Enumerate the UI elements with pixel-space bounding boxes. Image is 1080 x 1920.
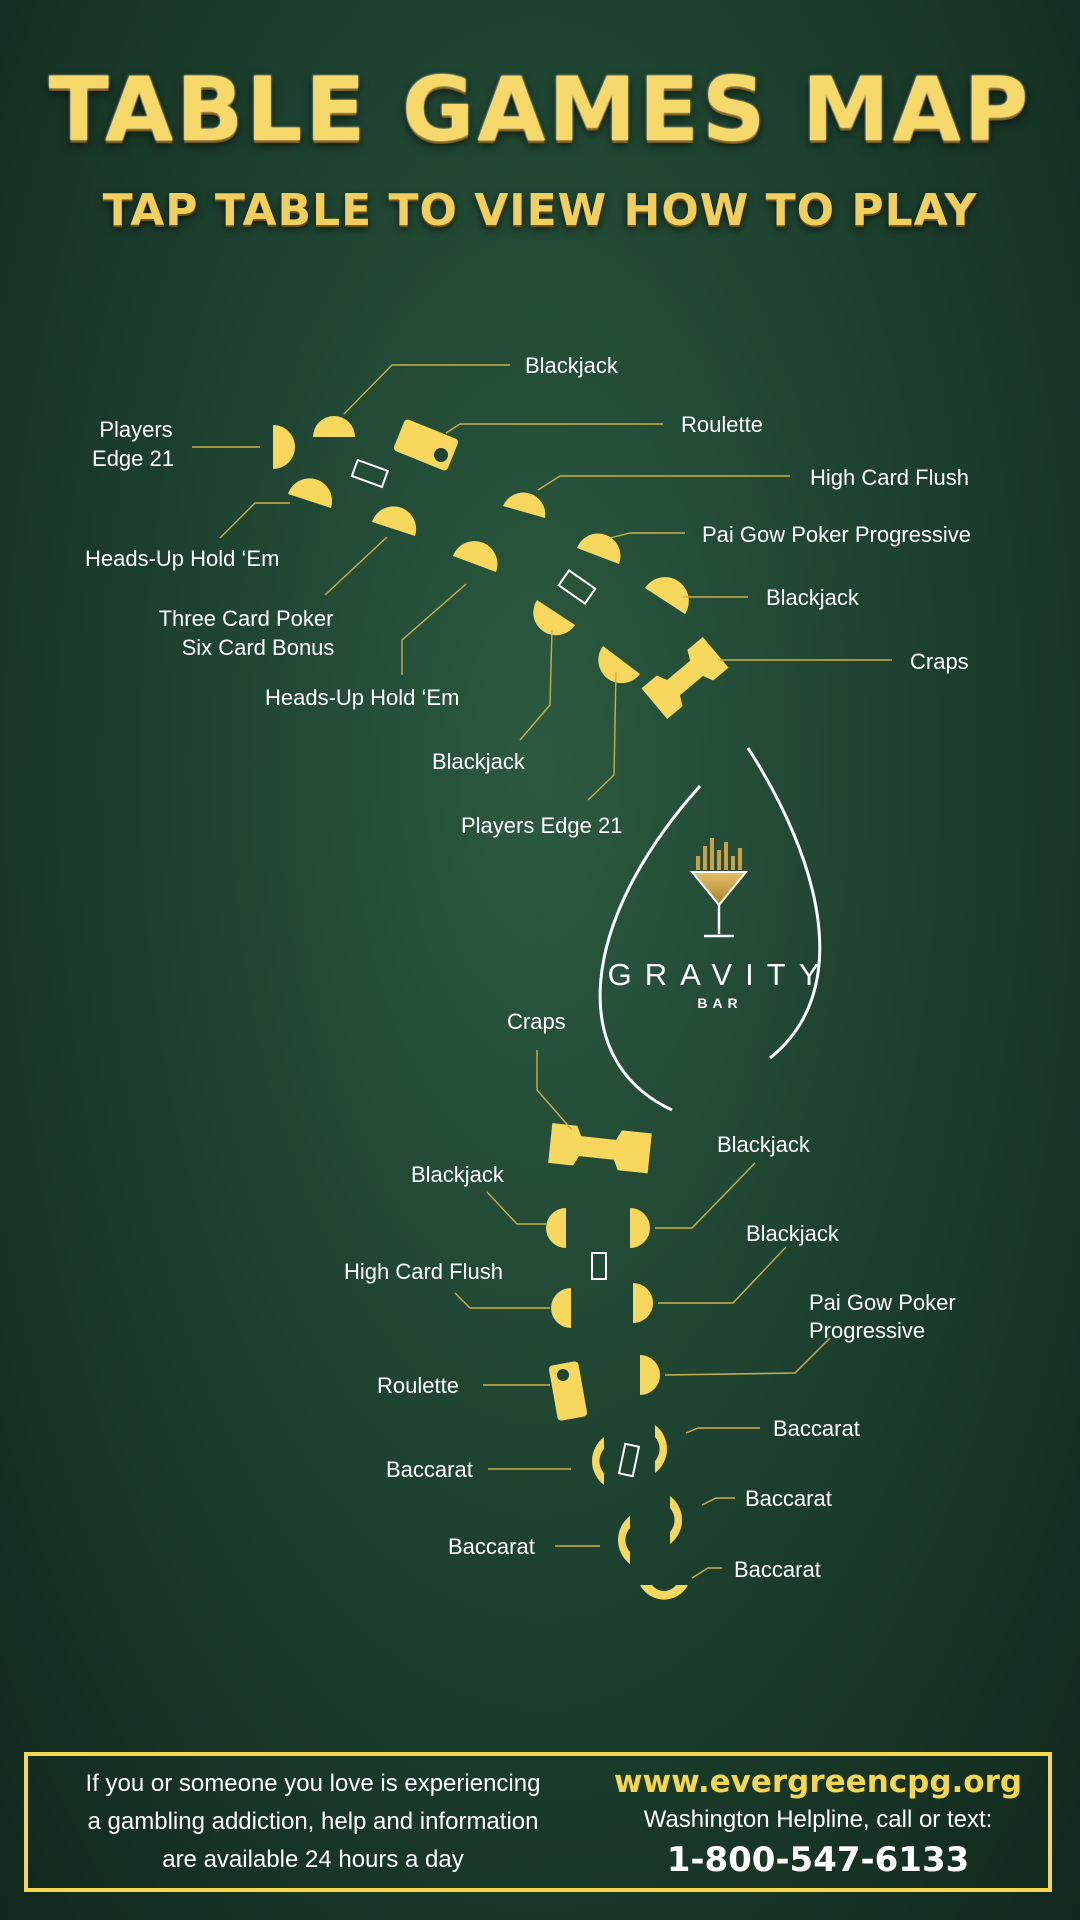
leader-players-edge-21-bottom xyxy=(587,671,617,801)
table-baccarat-right-2[interactable] xyxy=(670,1496,683,1544)
label-high-card-flush-upper: High Card Flush xyxy=(810,465,969,490)
helpline-phone-link[interactable]: 1-800-547-6133 xyxy=(666,1840,970,1880)
table-blackjack-lower-right-2[interactable] xyxy=(633,1283,653,1323)
leader-blackjack-lower-right-2 xyxy=(658,1246,787,1304)
bar-name: GRAVITY xyxy=(608,957,833,992)
dealer-pit-upper-right xyxy=(557,569,597,605)
table-baccarat-right-1[interactable] xyxy=(655,1425,667,1473)
leader-blackjack-bottom xyxy=(519,629,553,741)
leader-blackjack-top xyxy=(343,364,510,415)
leader-three-card-poker xyxy=(324,536,388,596)
leader-craps-lower xyxy=(536,1050,573,1131)
label-pai-gow-lower-line1: Pai Gow Poker xyxy=(809,1290,956,1315)
bar-outline-right xyxy=(746,747,822,1060)
leader-heads-up-left xyxy=(219,502,290,539)
table-pai-gow-upper[interactable] xyxy=(577,533,621,564)
help-message-line3: are available 24 hours a day xyxy=(162,1846,464,1873)
bar-outline-left xyxy=(598,784,702,1112)
help-message-line1: If you or someone you love is experienci… xyxy=(85,1770,541,1797)
roulette-lower-wheel-icon xyxy=(557,1369,569,1381)
label-heads-up-bottom: Heads-Up Hold ‘Em xyxy=(265,685,459,710)
table-roulette-lower[interactable] xyxy=(548,1361,588,1421)
helpline-website-link[interactable]: www.evergreencpg.org xyxy=(613,1764,1023,1800)
table-players-edge-21-bottom[interactable] xyxy=(598,646,640,684)
table-blackjack-lower-right-1[interactable] xyxy=(630,1208,650,1248)
table-blackjack-right[interactable] xyxy=(645,577,689,614)
label-players-edge-21-line1: Players xyxy=(99,417,172,442)
floor-map: Blackjack Players Edge 21 Roulette High … xyxy=(85,353,971,1600)
leader-baccarat-right-1 xyxy=(685,1427,760,1434)
label-players-edge-21-line2: Edge 21 xyxy=(92,446,174,471)
table-three-card-poker[interactable] xyxy=(372,506,417,536)
roulette-wheel-icon xyxy=(434,448,448,462)
label-high-card-flush-lower: High Card Flush xyxy=(344,1259,503,1284)
label-baccarat-left-2: Baccarat xyxy=(448,1534,535,1559)
label-pai-gow-lower-line2: Progressive xyxy=(809,1318,925,1343)
label-three-card-line1: Three Card Poker xyxy=(159,606,334,631)
leader-blackjack-lower-right-1 xyxy=(655,1162,756,1229)
table-heads-up-left[interactable] xyxy=(288,478,333,508)
table-players-edge-21-left[interactable] xyxy=(273,425,295,469)
label-baccarat-right-1: Baccarat xyxy=(773,1416,860,1441)
leader-high-card-flush-lower xyxy=(454,1292,550,1309)
label-craps-lower: Craps xyxy=(507,1009,566,1034)
leader-heads-up-bottom xyxy=(401,583,467,675)
label-craps-upper: Craps xyxy=(910,649,969,674)
bar-subname: BAR xyxy=(697,995,742,1011)
table-craps-lower[interactable] xyxy=(548,1123,652,1174)
page-subtitle: TAP TABLE TO VIEW HOW TO PLAY xyxy=(102,185,978,236)
leader-baccarat-right-2 xyxy=(701,1497,735,1506)
help-footer: If you or someone you love is experienci… xyxy=(24,1752,1052,1892)
leader-baccarat-bottom xyxy=(691,1567,722,1579)
table-high-card-flush-upper[interactable] xyxy=(503,492,546,518)
table-blackjack-lower-left[interactable] xyxy=(546,1208,566,1248)
label-roulette-upper: Roulette xyxy=(681,412,763,437)
table-baccarat-left-2[interactable] xyxy=(618,1516,630,1564)
table-roulette-upper[interactable] xyxy=(393,418,460,471)
label-blackjack-top: Blackjack xyxy=(525,353,619,378)
label-pai-gow-upper: Pai Gow Poker Progressive xyxy=(702,522,971,547)
label-baccarat-bottom: Baccarat xyxy=(734,1557,821,1582)
table-blackjack-top[interactable] xyxy=(313,416,355,437)
label-roulette-lower: Roulette xyxy=(377,1373,459,1398)
helpline-text: Washington Helpline, call or text: xyxy=(643,1806,993,1833)
table-heads-up-bottom[interactable] xyxy=(453,541,498,572)
help-message: If you or someone you love is experienci… xyxy=(28,1765,598,1879)
leader-pai-gow-lower xyxy=(664,1337,831,1376)
leader-high-card-flush-upper xyxy=(537,475,790,491)
label-blackjack-right: Blackjack xyxy=(766,585,860,610)
page-title: TABLE GAMES MAP xyxy=(48,58,1032,161)
label-blackjack-bottom: Blackjack xyxy=(432,749,526,774)
dealer-pit-upper-left xyxy=(350,458,390,489)
table-baccarat-bottom[interactable] xyxy=(640,1585,688,1600)
label-heads-up-left: Heads-Up Hold ‘Em xyxy=(85,546,279,571)
leader-roulette-upper xyxy=(445,423,663,434)
table-high-card-flush-lower[interactable] xyxy=(551,1288,571,1328)
table-craps-upper[interactable] xyxy=(641,636,729,720)
label-baccarat-left-1: Baccarat xyxy=(386,1457,473,1482)
label-baccarat-right-2: Baccarat xyxy=(745,1486,832,1511)
label-blackjack-lower-right-2: Blackjack xyxy=(746,1221,840,1246)
label-blackjack-lower-right-1: Blackjack xyxy=(717,1132,811,1157)
label-blackjack-lower-left: Blackjack xyxy=(411,1162,505,1187)
help-contact: www.evergreencpg.org Washington Helpline… xyxy=(598,1764,1048,1880)
label-players-edge-21-bottom: Players Edge 21 xyxy=(461,813,622,838)
leader-blackjack-lower-left xyxy=(486,1191,546,1225)
label-three-card-line2: Six Card Bonus xyxy=(182,635,335,660)
leader-pai-gow-upper xyxy=(609,532,685,539)
table-baccarat-left-1[interactable] xyxy=(592,1437,604,1485)
table-blackjack-bottom[interactable] xyxy=(533,600,575,636)
help-message-line2: a gambling addiction, help and informati… xyxy=(87,1808,539,1835)
dealer-pit-lower-1 xyxy=(591,1252,607,1280)
table-pai-gow-lower[interactable] xyxy=(640,1355,660,1395)
martini-glass-icon xyxy=(689,838,749,938)
dealer-pit-baccarat xyxy=(617,1442,641,1478)
